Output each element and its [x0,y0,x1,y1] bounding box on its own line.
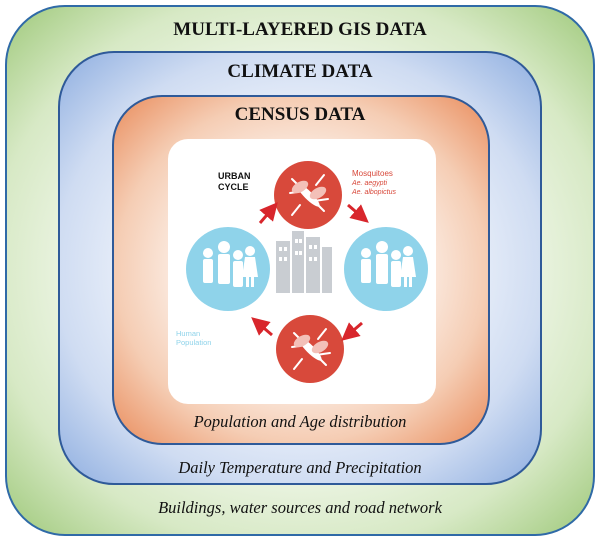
mosquitoes-label: Mosquitoes [352,169,393,178]
species-aegypti-label: Ae. aegypti [351,180,387,187]
city-buildings-icon [276,231,332,293]
human-population-label-1: Human [176,329,200,338]
census-data-caption: Population and Age distribution [193,412,407,431]
people-group-icon-left [186,227,270,311]
mosquito-icon-top [274,161,342,229]
climate-data-title: CLIMATE DATA [227,61,373,82]
urban-cycle-title-1: URBAN [218,171,251,181]
arrow-icon-mosquito-to-human-bottom [251,317,273,337]
arrow-icon-mosquito-to-human [347,203,369,223]
arrow-icon-human-to-mosquito [258,202,278,224]
urban-cycle-illustration: URBAN CYCLE Mosquitoes Ae. aegypti Ae. a… [168,139,436,404]
human-population-label-2: Population [176,338,211,347]
people-group-icon-right [344,227,428,311]
arrow-icons [251,202,369,341]
climate-data-caption: Daily Temperature and Precipitation [178,458,422,477]
species-albopictus-label: Ae. albopictus [351,189,396,196]
gis-data-title: MULTI-LAYERED GIS DATA [173,19,427,40]
urban-cycle-title-2: CYCLE [218,182,249,192]
arrow-icon-human-to-mosquito-bottom [341,321,363,341]
gis-data-caption: Buildings, water sources and road networ… [158,498,442,517]
urban-cycle-diagram: URBAN CYCLE Mosquitoes Ae. aegypti Ae. a… [176,161,428,383]
mosquito-icon-bottom [276,315,344,383]
census-data-title: CENSUS DATA [234,104,366,125]
